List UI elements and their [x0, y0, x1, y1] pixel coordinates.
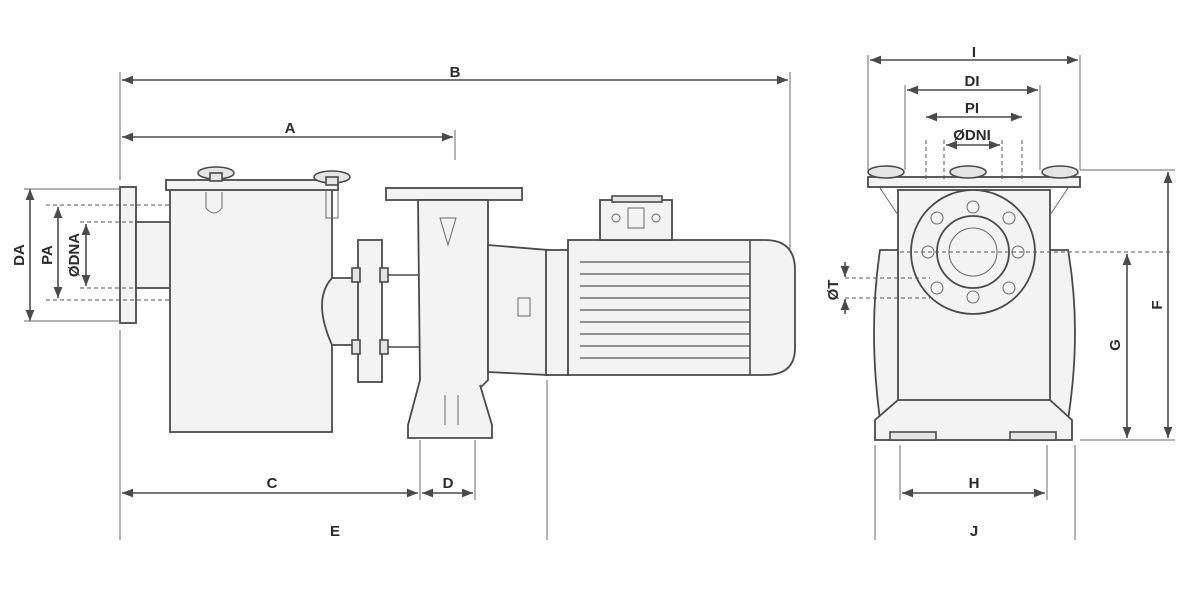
discharge-flange — [385, 187, 523, 201]
label-b: B — [450, 64, 461, 81]
front-lid — [867, 176, 1081, 188]
strainer-outlet — [321, 277, 361, 346]
label-j: J — [970, 523, 978, 540]
strainer-lid — [165, 179, 339, 191]
label-c: C — [267, 475, 278, 492]
lid-knob-right — [313, 170, 351, 219]
lid-knob-left — [197, 166, 235, 214]
volute-tag — [439, 217, 457, 247]
front-view: I DI PI ØDNI F G H J ØT — [825, 44, 1175, 540]
terminal-box — [599, 199, 673, 241]
motor-body — [567, 239, 796, 376]
label-g: G — [1107, 339, 1124, 351]
coupling-flange — [357, 239, 383, 383]
pump-volute — [417, 199, 489, 401]
label-i: I — [972, 44, 976, 61]
label-dna: ØDNA — [66, 233, 83, 277]
label-d: D — [443, 475, 454, 492]
label-da: DA — [11, 244, 28, 266]
label-dni: ØDNI — [953, 127, 991, 144]
strainer-housing — [169, 186, 333, 433]
front-base — [874, 399, 1073, 441]
label-e: E — [330, 523, 340, 540]
label-t: ØT — [825, 280, 842, 301]
label-pa: PA — [39, 245, 56, 265]
label-a: A — [285, 120, 296, 137]
label-di: DI — [965, 73, 980, 90]
side-view: B A C D E DA PA ØDNA — [11, 64, 796, 540]
label-h: H — [969, 475, 980, 492]
pump-foot — [407, 379, 493, 439]
motor-fins — [580, 261, 750, 359]
suction-flange — [119, 186, 137, 324]
label-pi: PI — [965, 100, 979, 117]
motor-bell — [545, 249, 571, 376]
label-f: F — [1149, 300, 1166, 309]
